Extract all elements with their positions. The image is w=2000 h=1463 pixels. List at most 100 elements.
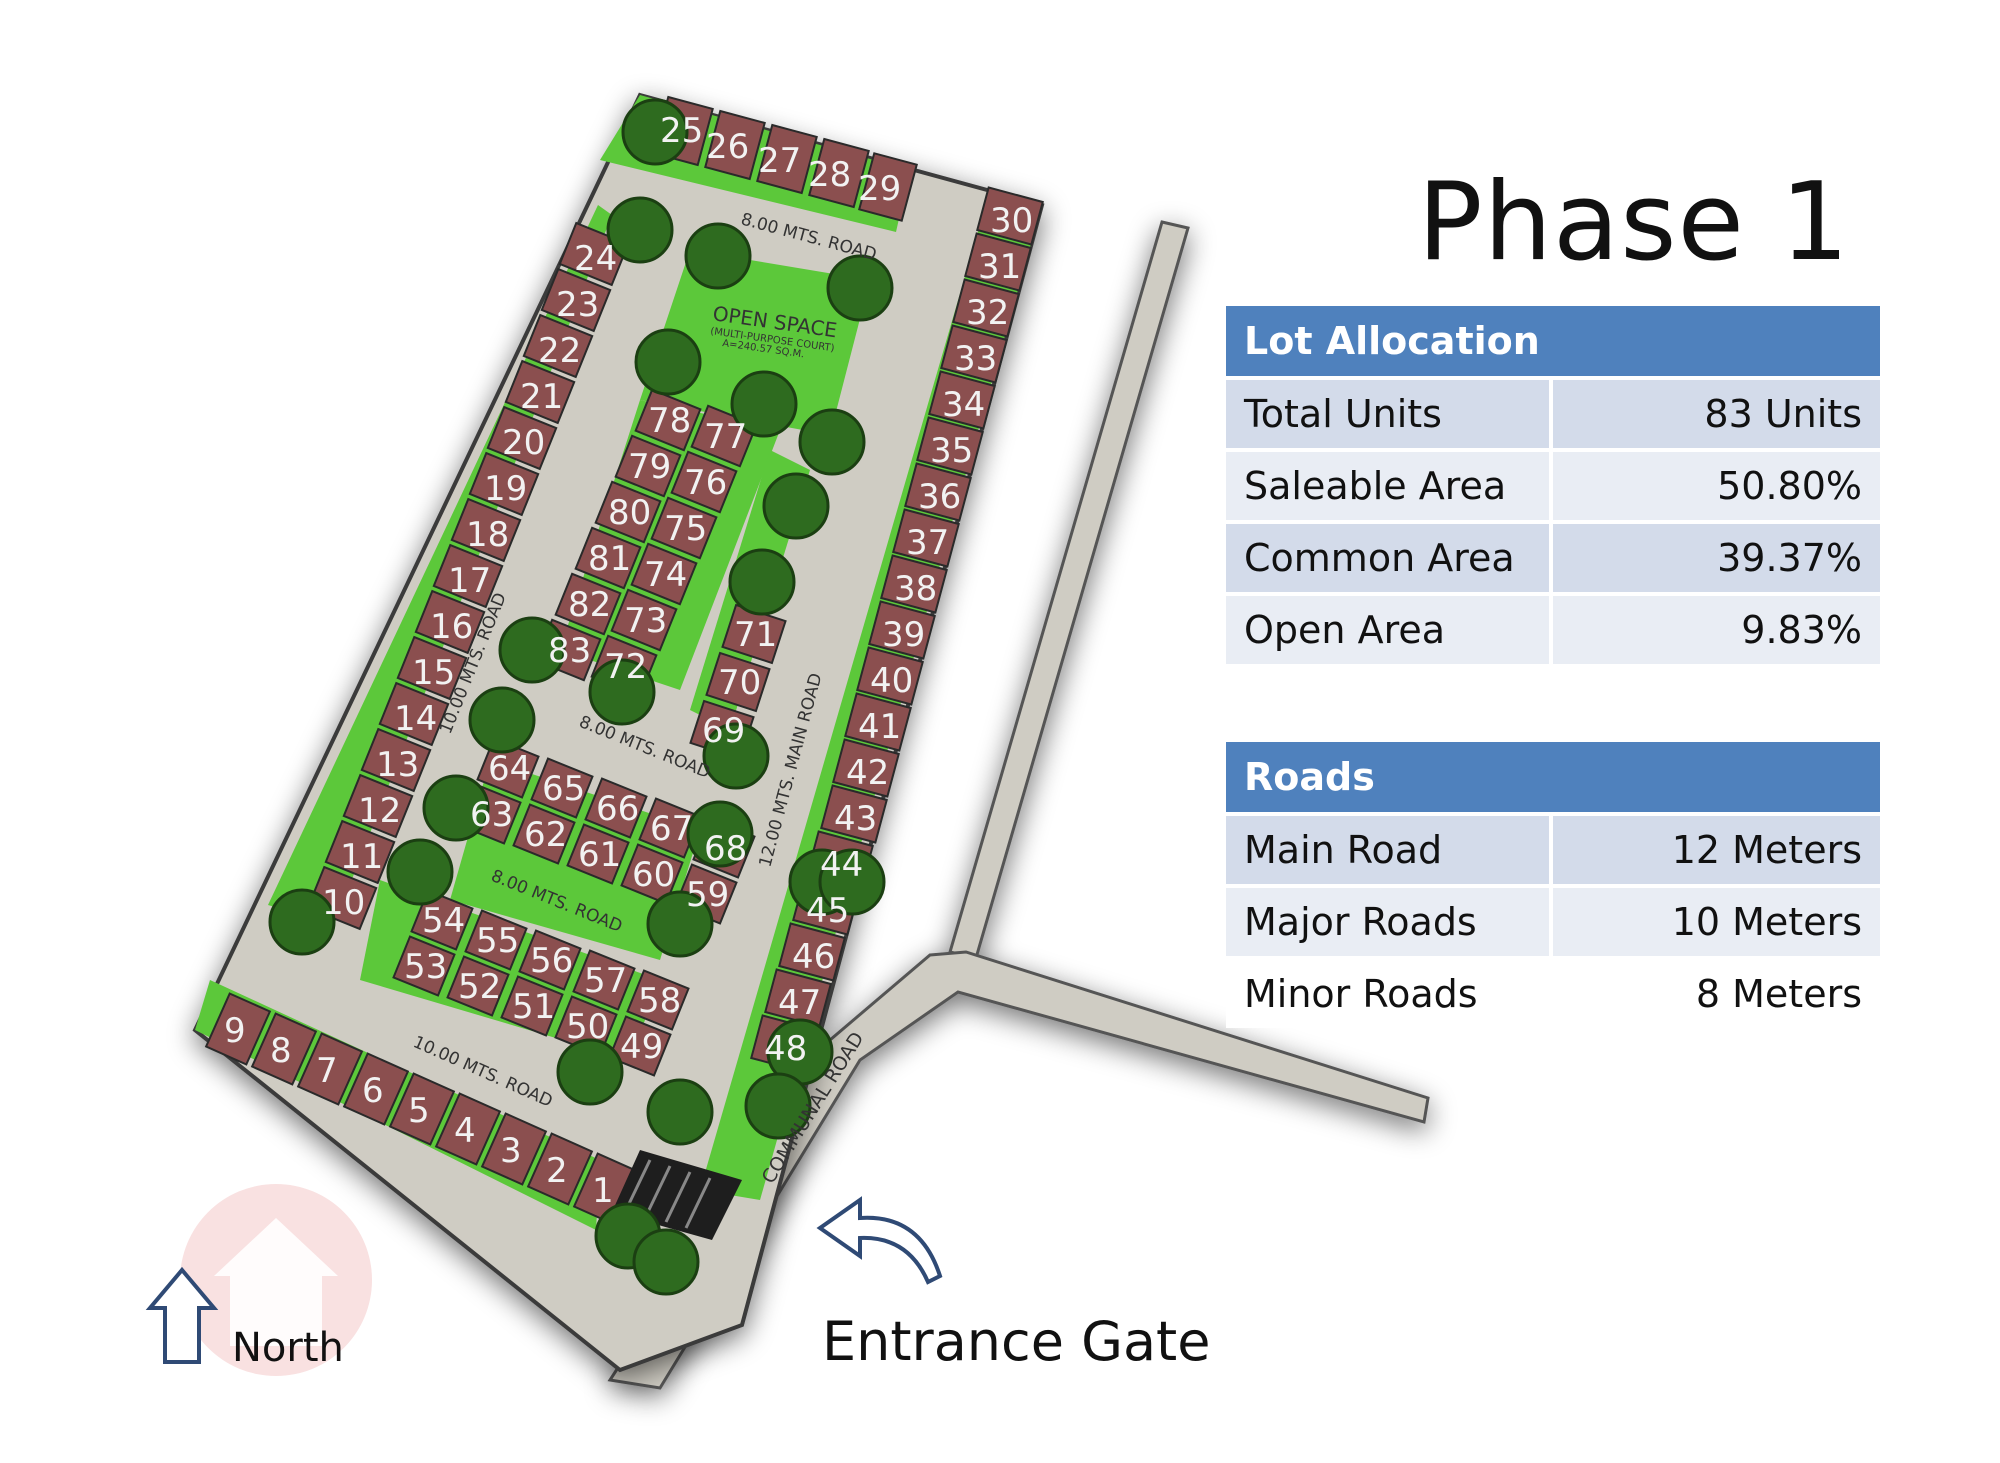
lot-number: 43 (834, 799, 877, 839)
lot-number: 3 (500, 1131, 522, 1171)
lot-number: 14 (394, 699, 437, 739)
lot-number: 71 (734, 615, 777, 655)
lot-number: 80 (608, 493, 651, 533)
tree-icon (702, 722, 770, 790)
lots-inner-blocks (392, 388, 787, 1077)
row-value: 10 Meters (1553, 888, 1880, 956)
tree-icon (730, 370, 798, 438)
lot-numbers-block-c: 64 65 66 67 68 63 62 61 60 59 (470, 749, 747, 915)
table-row: Open Area 9.83% (1226, 592, 1880, 664)
tree-icon (646, 890, 714, 958)
tree-icon (728, 548, 796, 616)
lot-number: 25 (660, 111, 703, 151)
lot-number: 40 (870, 661, 913, 701)
lot-number: 33 (954, 339, 997, 379)
lot-number: 44 (820, 845, 863, 885)
row-value: 9.83% (1553, 596, 1880, 664)
lot-number: 20 (502, 423, 545, 463)
lot-number: 11 (340, 837, 383, 877)
lot-number: 51 (512, 987, 555, 1027)
lot-number: 16 (430, 607, 473, 647)
lot-number: 60 (632, 855, 675, 895)
entrance-arrow-icon (816, 1196, 943, 1285)
lot-number: 64 (488, 749, 531, 789)
lot-allocation-header: Lot Allocation (1226, 306, 1880, 376)
lot-numbers-bottom: 9 8 7 6 5 4 3 2 1 (224, 1011, 614, 1211)
lot-number: 35 (930, 431, 973, 471)
lot-allocation-table: Lot Allocation Total Units 83 Units Sale… (1226, 306, 1880, 664)
lot-number: 28 (808, 155, 851, 195)
lot-number: 4 (454, 1111, 476, 1151)
lot-numbers-block-b: 71 70 69 (702, 615, 777, 751)
lot-number: 29 (858, 169, 901, 209)
tree-icon (632, 1228, 700, 1296)
lot-number: 57 (584, 961, 627, 1001)
lots-left-column (306, 221, 630, 931)
lot-number: 77 (704, 417, 747, 457)
lot-number: 5 (408, 1091, 430, 1131)
lot-number: 75 (664, 509, 707, 549)
lot-number: 12 (358, 791, 401, 831)
row-label: Saleable Area (1226, 452, 1553, 520)
table-row: Minor Roads 8 Meters (1226, 956, 1880, 1028)
lot-number: 46 (792, 937, 835, 977)
lot-number: 65 (542, 769, 585, 809)
tree-icon (468, 686, 536, 754)
lot-number: 19 (484, 469, 527, 509)
tree-icon (621, 98, 689, 166)
lot-number: 66 (596, 789, 639, 829)
lot-number: 54 (422, 901, 465, 941)
lot-numbers-block-d: 54 55 56 57 58 53 52 51 50 49 (404, 901, 681, 1067)
home-icon (214, 1218, 338, 1346)
lot-number: 83 (548, 631, 591, 671)
lot-number: 49 (620, 1027, 663, 1067)
lot-number: 62 (524, 815, 567, 855)
lot-number: 17 (448, 561, 491, 601)
tree-icon (826, 254, 894, 322)
lot-number: 39 (882, 615, 925, 655)
row-label: Total Units (1226, 380, 1553, 448)
lot-number: 21 (520, 377, 563, 417)
tree-icon (818, 848, 886, 916)
lot-number: 52 (458, 967, 501, 1007)
lot-number: 18 (466, 515, 509, 555)
lot-number: 36 (918, 477, 961, 517)
lot-numbers-block-a: 78 77 79 76 80 75 81 74 82 73 83 72 (548, 401, 747, 687)
lot-number: 74 (644, 555, 687, 595)
lot-numbers-left: 24 23 22 21 20 19 18 17 16 15 14 13 12 1… (322, 239, 617, 923)
lot-number: 63 (470, 795, 513, 835)
trees (268, 98, 894, 1296)
lot-number: 55 (476, 921, 519, 961)
lot-number: 82 (568, 585, 611, 625)
lot-number: 61 (578, 835, 621, 875)
lot-number: 70 (718, 663, 761, 703)
lot-number: 76 (684, 463, 727, 503)
lot-number: 30 (990, 201, 1033, 241)
page-title: Phase 1 (1417, 160, 1850, 285)
lot-number: 72 (604, 647, 647, 687)
row-value: 83 Units (1553, 380, 1880, 448)
lot-number: 53 (404, 947, 447, 987)
tree-icon (798, 408, 866, 476)
roads-table: Roads Main Road 12 Meters Major Roads 10… (1226, 742, 1880, 1028)
tree-icon (684, 222, 752, 290)
lot-number: 1 (592, 1171, 614, 1211)
lot-number: 23 (556, 285, 599, 325)
lot-number: 38 (894, 569, 937, 609)
lot-number: 68 (704, 829, 747, 869)
lot-number: 34 (942, 385, 985, 425)
lot-number: 26 (706, 127, 749, 167)
roads-header: Roads (1226, 742, 1880, 812)
tree-icon (606, 196, 674, 264)
row-label: Common Area (1226, 524, 1553, 592)
lot-number: 7 (316, 1051, 338, 1091)
lot-number: 67 (650, 809, 693, 849)
lot-number: 58 (638, 981, 681, 1021)
north-arrow-icon (145, 1266, 219, 1364)
row-label: Minor Roads (1226, 960, 1553, 1028)
lot-number: 45 (806, 891, 849, 931)
table-row: Major Roads 10 Meters (1226, 884, 1880, 956)
tree-icon (686, 800, 754, 868)
lot-number: 47 (778, 983, 821, 1023)
lot-number: 10 (322, 883, 365, 923)
